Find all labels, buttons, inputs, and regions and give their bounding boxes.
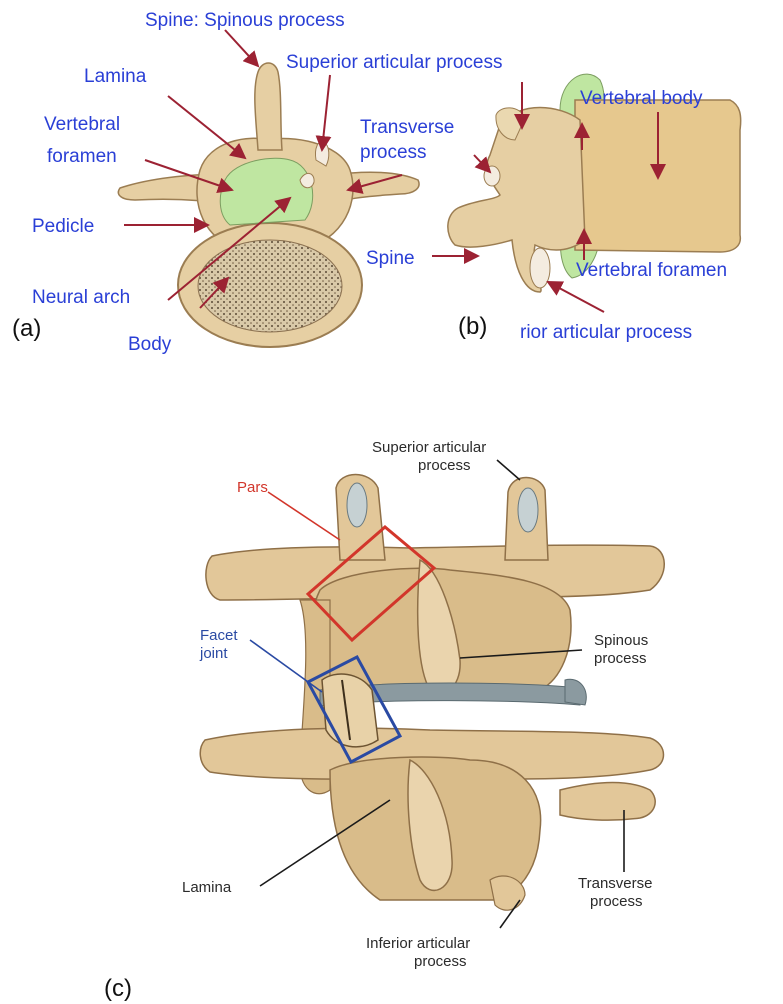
leader-superior-articular-c (497, 460, 520, 480)
label-spine-b: Spine (366, 248, 415, 269)
label-transverse-line1-b: Transverse (360, 117, 454, 138)
lower-right-transverse (560, 783, 655, 821)
label-pars: Pars (237, 479, 268, 496)
spinous-process (255, 63, 282, 150)
leader-pars (268, 492, 340, 540)
label-lamina-a: Lamina (84, 66, 147, 87)
label-superior-articular-b: Superior articular process (286, 52, 502, 73)
panel-label-a: (a) (12, 315, 41, 342)
arrow-lamina (168, 96, 245, 158)
label-vertebral-foramen-b: Vertebral foramen (576, 260, 727, 281)
arrow-inferior-articular-b (548, 282, 604, 312)
panel-a-illustration (118, 63, 419, 347)
label-transverse-line2-b: process (360, 142, 427, 163)
panel-label-c: (c) (104, 975, 132, 1002)
label-superior-articular-c2: process (418, 457, 471, 474)
label-lamina-c: Lamina (182, 879, 232, 896)
upper-left-facet (347, 483, 367, 527)
panel-label-b: (b) (458, 313, 487, 340)
label-facet-line2: joint (199, 645, 228, 662)
label-inferior-articular-b: rior articular process (520, 322, 692, 343)
label-body: Body (128, 334, 172, 355)
label-pedicle: Pedicle (32, 216, 94, 237)
upper-right-facet (518, 488, 538, 532)
label-transverse-c2: process (590, 893, 643, 910)
label-inferior-c1: Inferior articular (366, 935, 470, 952)
arrow-spine (225, 30, 258, 66)
label-vertebral-line1: Vertebral (44, 114, 120, 135)
panel-c-illustration (200, 475, 664, 911)
label-neural-arch: Neural arch (32, 287, 130, 308)
label-spine-spinous: Spine: Spinous process (145, 10, 345, 31)
label-spinous-c2: process (594, 650, 647, 667)
label-vertebral-body-b: Vertebral body (580, 88, 703, 109)
label-superior-articular-c1: Superior articular (372, 439, 486, 456)
arrow-superior-articular (322, 75, 330, 150)
label-vertebral-line2: foramen (47, 146, 117, 167)
label-spinous-c1: Spinous (594, 632, 648, 649)
label-transverse-c1: Transverse (578, 875, 652, 892)
right-disc (565, 679, 586, 705)
label-facet-line1: Facet (200, 627, 238, 644)
inferior-articular-facet (530, 248, 550, 288)
label-inferior-c2: process (414, 953, 467, 970)
